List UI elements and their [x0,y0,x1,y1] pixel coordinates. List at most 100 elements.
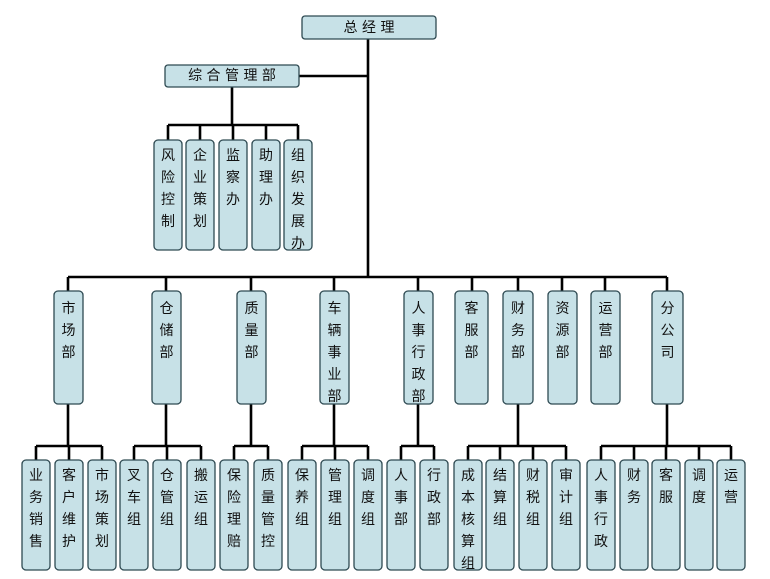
branch-company-subgroup-1-label: 人事行政 [594,468,608,550]
risk-control-node-box [153,139,183,251]
customer-service-dept-node: 客服部 [454,290,489,405]
branch-company-subgroup-5-box [716,459,746,571]
quality-dept-subgroup-1-box [219,459,249,571]
warehouse-dept-subgroup-1-box [119,459,149,571]
finance-dept-subgroup-1-label: 成本核算组 [461,468,475,572]
finance-dept-subgroup-2-label: 结算组 [493,468,507,528]
branch-company-node: 分公司 [651,290,684,405]
branch-company-subgroup-3-label: 客服 [659,467,673,506]
assistant-office-node-box [251,139,281,251]
branch-company-node-label: 分公司 [661,301,675,361]
marketing-dept-node: 市场部 [53,290,84,405]
finance-dept-node-box [502,290,534,405]
customer-service-dept-node-label: 客服部 [465,300,479,361]
customer-service-dept-node-box [454,290,489,405]
vehicle-division-subgroup-1-label: 保养组 [295,468,309,528]
hr-admin-dept-node-label: 人事行政部 [412,301,426,405]
warehouse-dept-subgroup-3: 搬运组 [186,459,216,571]
marketing-dept-node-label: 市场部 [62,300,76,361]
branch-company-subgroup-5: 运营 [716,459,746,571]
vehicle-division-subgroup-2-box [320,459,350,571]
hr-admin-dept-node: 人事行政部 [403,290,434,405]
enterprise-planning-node: 企业策划 [185,139,215,251]
hr-admin-dept-subgroup-2: 行政部 [419,459,449,571]
marketing-dept-node-box [53,290,84,405]
finance-dept-subgroup-4-box [551,459,581,571]
vehicle-division-subgroup-3-label: 调度组 [361,468,375,528]
branch-company-subgroup-1: 人事行政 [586,459,616,571]
branch-company-subgroup-2: 财务 [619,459,649,571]
hr-admin-dept-subgroup-2-box [419,459,449,571]
finance-dept-subgroup-4-label: 审计组 [559,468,573,528]
vehicle-division-subgroup-3: 调度组 [353,459,383,571]
marketing-dept-subgroup-1: 业务销售 [21,459,51,571]
hr-admin-dept-node-box [403,290,434,405]
warehouse-dept-subgroup-1-label: 叉车组 [127,468,141,528]
finance-dept-subgroup-3: 财税组 [518,459,548,571]
warehouse-dept-subgroup-2-label: 仓管组 [160,468,174,528]
supervision-office-node-label: 监察办 [226,148,240,208]
warehouse-dept-node: 仓储部 [151,290,182,405]
vehicle-division-subgroup-2: 管理组 [320,459,350,571]
admin-dept-node-box [164,64,300,88]
branch-company-subgroup-4-box [684,459,714,571]
assistant-office-node: 助理办 [251,139,281,251]
finance-dept-subgroup-2-box [485,459,515,571]
marketing-dept-subgroup-3: 市场策划 [87,459,117,571]
resources-dept-node-box [547,290,578,405]
warehouse-dept-node-box [151,290,182,405]
warehouse-dept-node-label: 仓储部 [160,301,174,361]
risk-control-node: 风险控制 [153,139,183,251]
ceo-node-label: 总 经 理 [344,20,395,36]
admin-dept-node: 综 合 管 理 部 [164,64,300,88]
quality-dept-subgroup-2-label: 质量管控 [261,468,275,550]
branch-company-node-box [651,290,684,405]
hr-admin-dept-subgroup-2-label: 行政部 [427,468,441,528]
resources-dept-node-label: 资源部 [556,301,570,361]
operations-dept-node-box [590,290,621,405]
warehouse-dept-subgroup-3-box [186,459,216,571]
quality-dept-subgroup-1: 保险理赔 [219,459,249,571]
warehouse-dept-subgroup-3-label: 搬运组 [194,468,208,528]
supervision-office-node-box [218,139,248,251]
finance-dept-node-label: 财务部 [511,301,525,361]
resources-dept-node: 资源部 [547,290,578,405]
org-development-office-node-box [283,139,313,251]
finance-dept-subgroup-1-box [453,459,483,571]
quality-dept-node: 质量部 [236,290,267,405]
hr-admin-dept-subgroup-1-box [386,459,416,571]
warehouse-dept-subgroup-1: 叉车组 [119,459,149,571]
branch-company-subgroup-4-label: 调度 [692,468,706,506]
branch-company-subgroup-3-box [651,459,681,571]
branch-company-subgroup-4: 调度 [684,459,714,571]
ceo-node-box [301,15,437,40]
finance-dept-subgroup-3-box [518,459,548,571]
vehicle-division-subgroup-1: 保养组 [287,459,317,571]
marketing-dept-subgroup-3-box [87,459,117,571]
warehouse-dept-subgroup-2-box [152,459,182,571]
vehicle-division-node-box [319,290,350,405]
vehicle-division-subgroup-2-label: 管理组 [328,468,342,528]
admin-dept-node-label: 综 合 管 理 部 [188,68,276,84]
marketing-dept-subgroup-2-box [54,459,84,571]
marketing-dept-subgroup-2-label: 客户维护 [62,467,76,550]
quality-dept-subgroup-2: 质量管控 [253,459,283,571]
operations-dept-node: 运营部 [590,290,621,405]
marketing-dept-subgroup-1-box [21,459,51,571]
marketing-dept-subgroup-2: 客户维护 [54,459,84,571]
supervision-office-node: 监察办 [218,139,248,251]
hr-admin-dept-subgroup-1-label: 人事部 [394,468,408,528]
quality-dept-node-label: 质量部 [245,301,259,361]
quality-dept-subgroup-1-label: 保险理赔 [227,468,241,550]
marketing-dept-subgroup-3-label: 市场策划 [95,467,109,550]
vehicle-division-node: 车辆事业部 [319,290,350,405]
finance-dept-subgroup-2: 结算组 [485,459,515,571]
marketing-dept-subgroup-1-label: 业务销售 [29,468,43,550]
finance-dept-node: 财务部 [502,290,534,405]
branch-company-subgroup-3: 客服 [651,459,681,571]
quality-dept-subgroup-2-box [253,459,283,571]
finance-dept-subgroup-4: 审计组 [551,459,581,571]
warehouse-dept-subgroup-2: 仓管组 [152,459,182,571]
enterprise-planning-node-box [185,139,215,251]
vehicle-division-subgroup-3-box [353,459,383,571]
